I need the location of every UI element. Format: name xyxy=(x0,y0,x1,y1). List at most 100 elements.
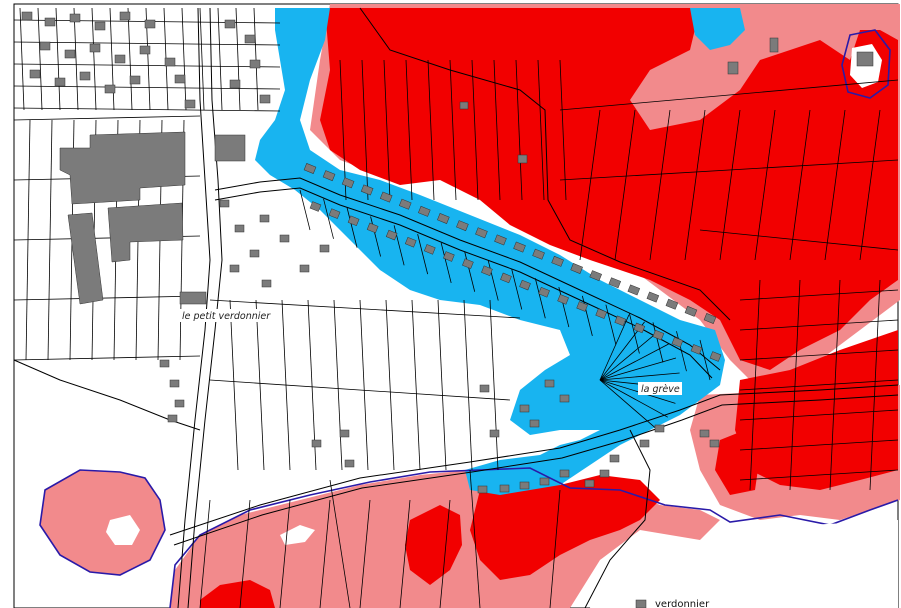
building-house xyxy=(544,379,555,388)
building-house xyxy=(500,272,512,284)
blue-zone-top-right-pond xyxy=(690,8,745,50)
parcel-boundary xyxy=(399,499,411,608)
parcel-boundary xyxy=(599,379,676,404)
parcel-boundary xyxy=(559,59,567,201)
parcel-boundary xyxy=(869,279,881,491)
building-house xyxy=(517,154,528,164)
building-house xyxy=(319,244,330,253)
parcel-boundary xyxy=(439,499,451,608)
building-house xyxy=(174,399,185,408)
building-house xyxy=(584,479,595,488)
building-house xyxy=(456,220,469,232)
label-le-petit-verdonnier: le petit verdonnier xyxy=(182,311,271,322)
building-house xyxy=(489,429,500,438)
building-house xyxy=(328,208,341,219)
building-house xyxy=(557,294,569,305)
parcel-boundary xyxy=(13,85,281,90)
parcel-boundary xyxy=(699,229,899,251)
building-house xyxy=(576,301,588,312)
building-house xyxy=(385,229,398,241)
parcel-boundary xyxy=(199,7,205,111)
building-house xyxy=(169,379,180,388)
parcel-boundary xyxy=(739,439,899,451)
building-house xyxy=(29,69,41,79)
building-house xyxy=(614,315,627,327)
building-house xyxy=(303,163,317,174)
building-house xyxy=(475,227,488,239)
parcel-boundary xyxy=(649,109,671,261)
parcel-boundary xyxy=(558,286,570,328)
parcel-boundary xyxy=(181,7,187,111)
parcel-boundary xyxy=(719,109,741,261)
building-house xyxy=(633,322,646,334)
parcel-boundary xyxy=(13,115,201,121)
building-house xyxy=(529,419,540,428)
building-house xyxy=(89,43,101,53)
clearing-island xyxy=(106,515,140,545)
white-clearings xyxy=(106,44,898,608)
building-house xyxy=(532,248,545,260)
parcel-boundary xyxy=(537,59,545,201)
parcel-boundary xyxy=(699,339,711,381)
parcel-boundary xyxy=(209,379,511,401)
building-warehouse-long xyxy=(67,212,104,305)
roads-group xyxy=(13,7,899,608)
building-house xyxy=(261,279,272,288)
parcel-boundary xyxy=(824,109,846,261)
parcel-boundary xyxy=(217,7,223,111)
building-house xyxy=(418,205,431,217)
parcel-boundary xyxy=(55,7,61,111)
parcel-boundary xyxy=(676,331,687,372)
parcel-boundary xyxy=(469,469,481,608)
parcel-boundary xyxy=(614,109,636,261)
parcel-boundary xyxy=(209,299,521,319)
parcel-boundary xyxy=(255,299,265,471)
parcel-boundary xyxy=(440,242,452,284)
building-house xyxy=(119,11,131,21)
building-verdonnier-1 xyxy=(179,291,207,305)
building-house xyxy=(699,429,710,438)
building-house xyxy=(94,21,106,31)
label-la-greve: la grève xyxy=(641,384,680,395)
building-house xyxy=(519,481,530,490)
parcel-boundary xyxy=(534,278,546,319)
flood-outline-group xyxy=(39,29,899,608)
parcel-boundary xyxy=(235,7,241,111)
parcel-boundary xyxy=(789,109,811,261)
building-warehouse-mid xyxy=(107,202,184,263)
building-house xyxy=(79,71,91,81)
red-zone-south-middle xyxy=(470,475,660,580)
parcel-boundary xyxy=(511,269,523,310)
parcel-boundary xyxy=(515,59,523,201)
building-house xyxy=(499,484,510,493)
parcel-boundary xyxy=(361,59,369,201)
parcel-boundary xyxy=(599,372,680,381)
building-house xyxy=(44,17,56,27)
building-house xyxy=(21,11,33,21)
parcel-boundary xyxy=(229,299,239,471)
building-house xyxy=(538,286,550,298)
parcel-boundary xyxy=(13,355,201,361)
building-house xyxy=(139,45,151,55)
parcel-boundary xyxy=(37,7,43,111)
parcel-boundary xyxy=(13,63,281,68)
building-house xyxy=(654,424,665,433)
parcel-boundary xyxy=(599,343,669,381)
parcel-boundary xyxy=(599,357,677,381)
parcel-boundary xyxy=(559,159,899,181)
building-near-road xyxy=(214,134,246,162)
building-house xyxy=(652,329,665,341)
building-house xyxy=(559,394,570,403)
road-main-west xyxy=(177,7,211,608)
parcel-boundary xyxy=(599,379,668,418)
building-house xyxy=(423,244,436,255)
label-bg-petit-verdonnier xyxy=(180,309,275,322)
building-house xyxy=(244,34,256,44)
parcel-boundary xyxy=(581,295,593,336)
building-house xyxy=(64,49,76,59)
building-house xyxy=(589,270,602,282)
building-house xyxy=(769,37,779,53)
building-house xyxy=(309,201,322,212)
